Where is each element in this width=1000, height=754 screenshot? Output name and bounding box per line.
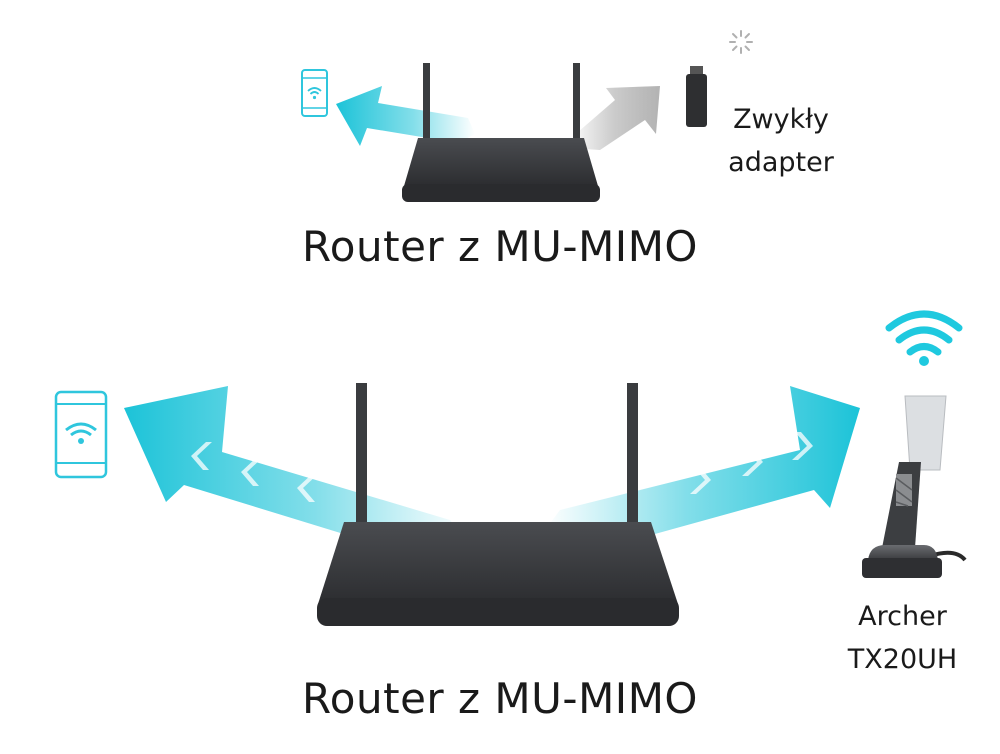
stream-chevrons-left: [191, 442, 318, 502]
usb-adapter-icon: [862, 395, 967, 578]
usb-adapter-icon: [686, 66, 707, 127]
smartphone-wifi-icon: [301, 69, 328, 117]
data-stream-arrow-to-adapter: [570, 86, 660, 150]
smartphone-wifi-icon: [54, 390, 108, 479]
data-stream-arrow-to-phone: [336, 86, 475, 146]
bottom-adapter-label-line1: Archer: [858, 601, 947, 632]
loading-spinner-icon: [729, 30, 753, 54]
router-icon: [402, 138, 600, 202]
wifi-signal-dot: [919, 356, 929, 366]
router-antenna-left: [356, 383, 367, 528]
bottom-caption: Router z MU-MIMO: [302, 674, 698, 723]
bottom-adapter-label-line2: TX20UH: [847, 644, 958, 675]
bottom-adapter-label: Archer TX20UH: [830, 595, 975, 681]
top-adapter-label: Zwykły adapter: [706, 98, 856, 184]
router-antenna-right: [627, 383, 638, 528]
stream-chevrons-right: [690, 432, 813, 494]
data-stream-arrow-left: [124, 386, 470, 555]
wifi-signal-icon: [885, 310, 963, 356]
top-caption: Router z MU-MIMO: [302, 222, 698, 271]
router-antenna-left: [423, 63, 430, 141]
router-antenna-right: [573, 63, 580, 141]
router-icon: [317, 522, 679, 626]
data-stream-arrow-right: [545, 386, 860, 548]
top-adapter-label-line1: Zwykły: [733, 104, 829, 135]
top-adapter-label-line2: adapter: [728, 147, 834, 178]
